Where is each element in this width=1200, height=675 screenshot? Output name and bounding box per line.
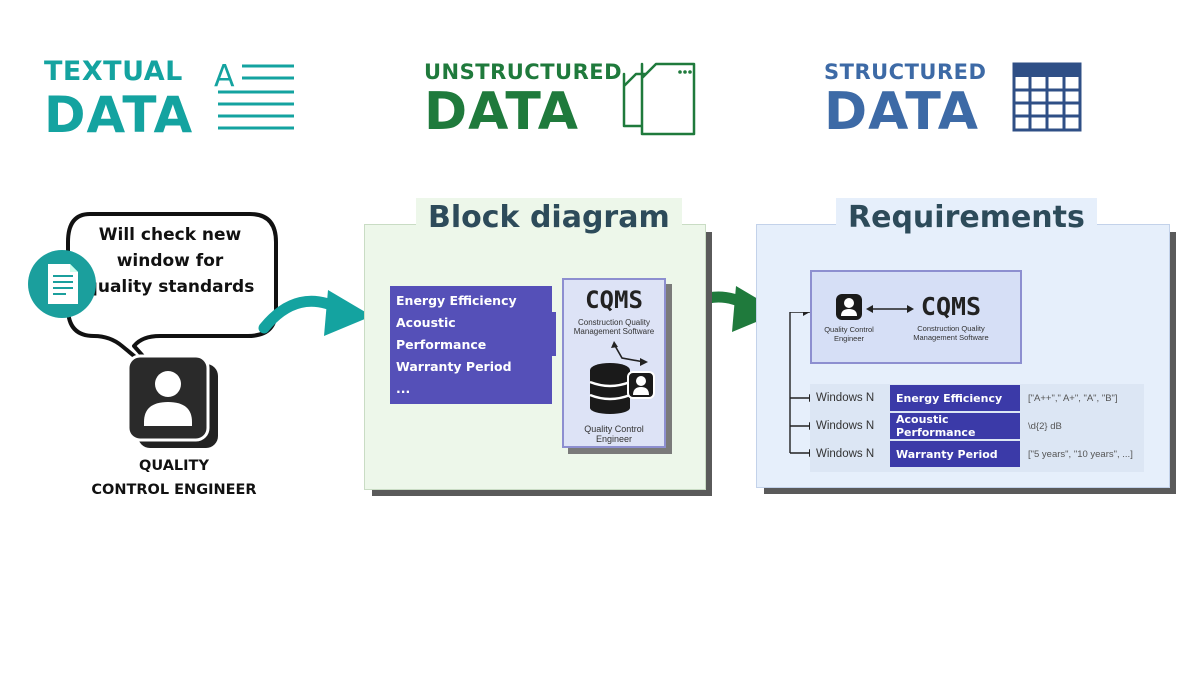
tag-energy-efficiency: Energy Efficiency (396, 293, 517, 308)
table-row: Windows N Warranty Period ["5 years", "1… (810, 441, 1146, 467)
row-field: Warranty Period (890, 441, 1020, 467)
row-value: \d{2} dB (1028, 420, 1062, 432)
textual-header-big: DATA (44, 86, 194, 144)
row-field: Energy Efficiency (890, 385, 1020, 411)
unstructured-header-small: UNSTRUCTURED (424, 60, 623, 84)
bidirectional-arrow-icon (611, 341, 648, 366)
table-grid-icon (1012, 62, 1082, 132)
unstructured-header-big: DATA (424, 82, 580, 142)
row-field: Acoustic Performance (890, 413, 1020, 439)
svg-text:A: A (214, 59, 235, 94)
block-cqms-subtitle: Construction Quality Management Software (573, 318, 655, 337)
tag-acoustic-performance: Acoustic Performance (396, 312, 556, 356)
database-engineer-icon (589, 363, 655, 414)
block-engineer-label: Quality Control Engineer (584, 424, 644, 445)
req-engineer-label: Quality Control Engineer (824, 325, 874, 343)
tag-warranty-period: Warranty Period (396, 359, 512, 374)
req-cqms-title: CQMS (920, 292, 982, 321)
row-window: Windows N (816, 420, 875, 432)
requirements-title: Requirements (836, 198, 1097, 238)
req-link-arrow (866, 305, 914, 313)
table-row: Windows N Energy Efficiency ["A++"," A+"… (810, 385, 1146, 411)
stacked-files-icon (622, 62, 696, 136)
cqms-box (562, 278, 666, 448)
structured-header-big: DATA (824, 82, 980, 142)
req-cqms-subtitle: Construction Quality Management Software (913, 324, 989, 342)
engineer-icon (126, 354, 218, 448)
row-value: ["A++"," A+", "A", "B"] (1028, 392, 1118, 404)
block-diagram-title: Block diagram (416, 198, 682, 238)
block-cqms-title: CQMS (585, 286, 643, 314)
engineer-mini-icon (836, 294, 862, 320)
row-window: Windows N (816, 448, 875, 460)
row-value: ["5 years", "10 years", ...] (1028, 448, 1133, 460)
text-document-icon: A (214, 59, 294, 130)
engineer-label-line1: QUALITY (139, 458, 209, 474)
table-row: Windows N Acoustic Performance \d{2} dB (810, 413, 1146, 439)
speech-bubble-text: Will check new window for quality standa… (85, 225, 255, 297)
teal-arrow (258, 290, 372, 336)
engineer-label-line2: CONTROL ENGINEER (91, 482, 257, 498)
document-badge-icon (28, 250, 96, 318)
textual-header-small: TEXTUAL (44, 56, 183, 87)
structured-header-small: STRUCTURED (824, 60, 987, 84)
tag-more: ... (396, 381, 411, 396)
block-diagram-tag-list: Energy Efficiency Acoustic Performance W… (390, 286, 556, 404)
row-window: Windows N (816, 392, 875, 404)
